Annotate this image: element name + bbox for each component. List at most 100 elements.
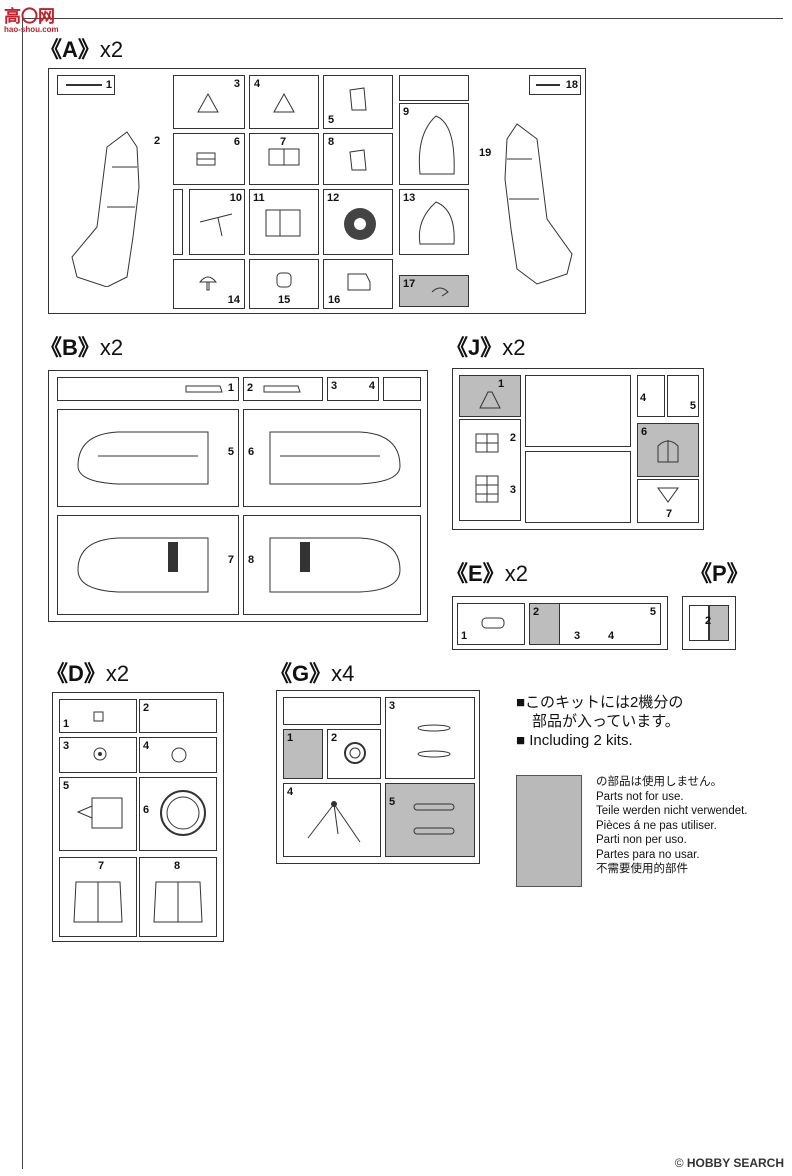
part-d7: 7 bbox=[59, 857, 137, 937]
barrel-icon bbox=[417, 724, 451, 758]
part-a15: 15 bbox=[249, 259, 319, 309]
group-e-title: 《E》x2 bbox=[446, 561, 528, 586]
part-g1: 1 bbox=[283, 729, 323, 779]
part-j5: 5 bbox=[667, 375, 699, 417]
part-j4: 4 bbox=[637, 375, 665, 417]
watermark-logo-top: 高〇网 hao-shou.com bbox=[4, 7, 59, 34]
part-j-window-2 bbox=[525, 451, 631, 523]
panel-icon bbox=[268, 148, 300, 166]
part-d6: 6 bbox=[139, 777, 217, 851]
part-g3: 3 bbox=[385, 697, 475, 779]
part-a6: 6 bbox=[173, 133, 245, 185]
canopy-icon bbox=[657, 440, 679, 463]
part-a16: 16 bbox=[323, 259, 393, 309]
group-b-title: 《B》x2 bbox=[40, 335, 124, 360]
part-a8: 8 bbox=[323, 133, 393, 185]
sprue-d: 1 2 3 4 5 6 7 8 bbox=[52, 692, 224, 942]
part-b6: 6 bbox=[243, 409, 421, 507]
part-j7: 7 bbox=[637, 479, 699, 523]
circle-icon bbox=[93, 747, 107, 761]
part-b3-4: 3 4 bbox=[327, 377, 379, 401]
capsule-icon bbox=[481, 617, 505, 629]
sprue-e: 1 2 3 4 5 bbox=[452, 596, 668, 650]
part-g5: 5 bbox=[385, 783, 475, 857]
bracket-icon bbox=[76, 797, 123, 829]
triangle-icon bbox=[657, 487, 679, 503]
part-a12: 12 bbox=[323, 189, 393, 255]
part-g2: 2 bbox=[327, 729, 381, 779]
part-b5: 5 bbox=[57, 409, 239, 507]
legend-text: の部品は使用しません。 Parts not for use. Teile wer… bbox=[596, 776, 748, 875]
wing-piece-icon bbox=[418, 201, 455, 245]
fuselage-left-icon bbox=[71, 131, 140, 287]
gun-icon bbox=[413, 803, 455, 835]
canopy-icon bbox=[349, 87, 367, 111]
frame-icon bbox=[265, 209, 301, 237]
sprue-a: 1 2 3 4 5 6 7 8 9 10 11 bbox=[48, 68, 586, 314]
part-p-left bbox=[689, 605, 709, 641]
wing-upper-icon bbox=[77, 431, 209, 485]
part-b1: 1 bbox=[57, 377, 239, 401]
triangle-icon bbox=[273, 92, 295, 113]
fuselage-right-icon bbox=[504, 123, 573, 285]
engine-icon bbox=[344, 208, 376, 240]
square-icon bbox=[93, 711, 104, 722]
part-a10: 10 bbox=[189, 189, 245, 255]
kit-note: ■このキットには2機分の 部品が入っています。 ■ Including 2 ki… bbox=[516, 694, 684, 749]
sprue-g: 1 2 3 4 5 bbox=[276, 690, 480, 864]
legend-gray-swatch bbox=[516, 775, 582, 887]
part-a9: 9 bbox=[399, 103, 469, 185]
wing-piece-icon bbox=[418, 115, 455, 175]
panel-icon bbox=[347, 273, 371, 291]
grid-icon bbox=[475, 475, 499, 503]
part-a4: 4 bbox=[249, 75, 319, 129]
part-e1: 1 bbox=[457, 603, 525, 645]
gun-icon bbox=[199, 213, 233, 237]
part-a5: 5 bbox=[323, 75, 393, 129]
part-d5: 5 bbox=[59, 777, 137, 851]
sprue-p: 2 bbox=[682, 596, 736, 650]
wing-lower-icon bbox=[269, 537, 401, 593]
part-j-window-1 bbox=[525, 375, 631, 447]
part-d8: 8 bbox=[139, 857, 217, 937]
canopy-icon bbox=[479, 391, 501, 409]
part-j6: 6 bbox=[637, 423, 699, 477]
sprue-j: 1 2 3 4 5 6 7 bbox=[452, 368, 704, 530]
part-e2: 2 bbox=[529, 603, 561, 645]
triangle-icon bbox=[197, 92, 219, 113]
tripod-icon bbox=[307, 801, 361, 843]
part-a17: 17 bbox=[399, 275, 469, 307]
part-a13: 13 bbox=[399, 189, 469, 255]
grid-icon bbox=[475, 433, 499, 453]
group-d-title: 《D》x2 bbox=[46, 661, 130, 686]
watermark-logo-bottom: © HOBBY SEARCH bbox=[674, 1156, 784, 1170]
circle-icon bbox=[171, 747, 187, 763]
strip-icon bbox=[263, 385, 301, 393]
part-j1: 1 bbox=[459, 375, 521, 417]
part-a14: 14 bbox=[173, 259, 245, 309]
part-d3: 3 bbox=[59, 737, 137, 773]
ring-icon bbox=[344, 742, 366, 764]
part-j2-3: 2 3 bbox=[459, 419, 521, 521]
part-d1: 1 bbox=[59, 699, 137, 733]
part-b-blank bbox=[383, 377, 421, 401]
mushroom-icon bbox=[198, 276, 218, 291]
group-a-title: 《A》x2 bbox=[40, 37, 124, 62]
part-a18: 18 bbox=[529, 75, 581, 95]
group-p-title: 《P》 bbox=[690, 561, 749, 586]
part-a1: 1 bbox=[57, 75, 115, 95]
part-a7: 7 bbox=[249, 133, 319, 185]
part-a3: 3 bbox=[173, 75, 245, 129]
part-a11: 11 bbox=[249, 189, 319, 255]
sheet-border bbox=[22, 18, 783, 1169]
wing-lower-icon bbox=[77, 537, 209, 593]
part-p2 bbox=[709, 605, 729, 641]
panel-icon bbox=[196, 152, 216, 166]
bulkhead-icon bbox=[73, 881, 123, 923]
part-b2: 2 bbox=[243, 377, 323, 401]
part-a-blank bbox=[399, 75, 469, 101]
part-g4: 4 bbox=[283, 783, 381, 857]
part-b8: 8 bbox=[243, 515, 421, 615]
part-d4: 4 bbox=[139, 737, 217, 773]
part-d2: 2 bbox=[139, 699, 217, 733]
